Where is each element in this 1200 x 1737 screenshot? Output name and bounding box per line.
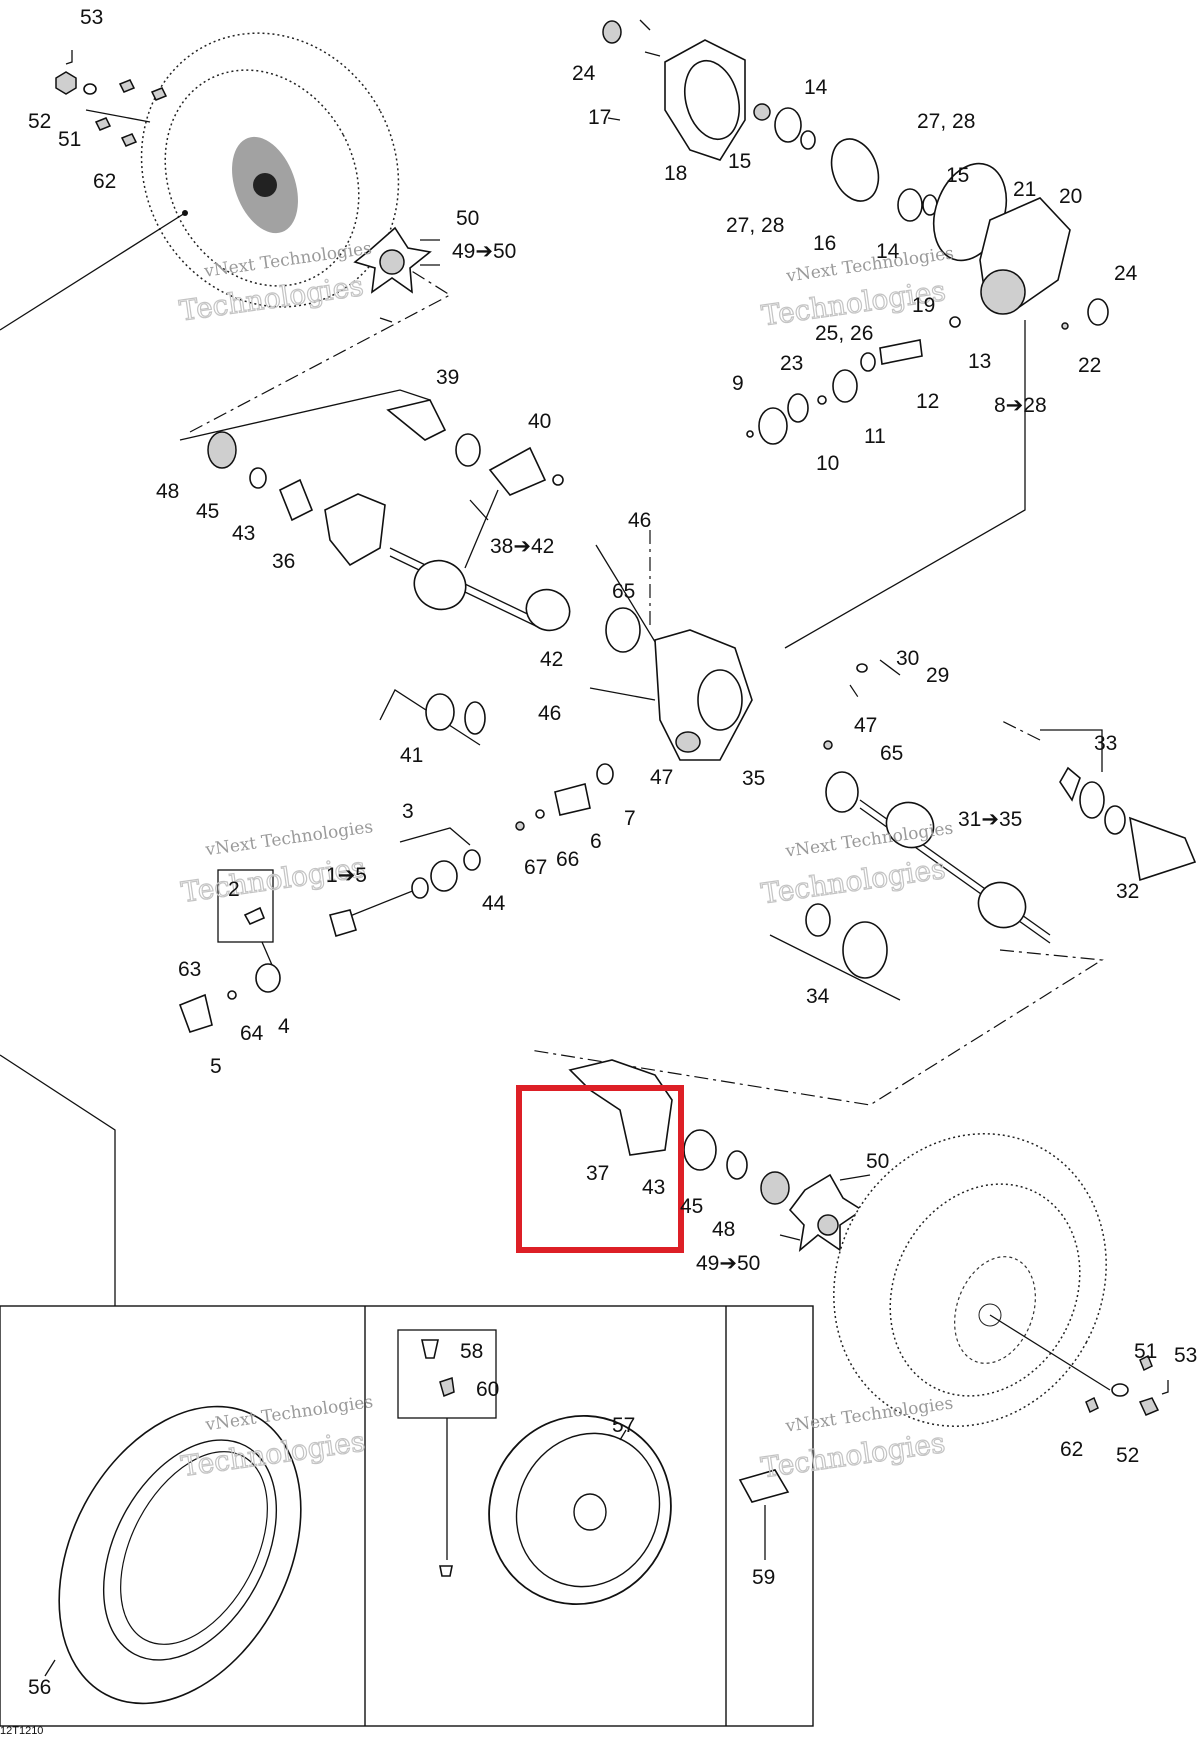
front-left-axle (179, 389, 571, 746)
spare-tire (44, 1405, 302, 1705)
callout-14: 14 (876, 240, 900, 263)
top-left-wheel (0, 32, 400, 331)
callout-22: 22 (1078, 354, 1101, 377)
callout-49-50: 49➔50 (696, 1252, 760, 1275)
callout-labels: 53 52 51 62 50 49➔50 24 17 18 14 15 27, … (0, 6, 1197, 1737)
callout-52: 52 (28, 110, 51, 133)
callout-38-42: 38➔42 (490, 535, 554, 558)
callout-50: 50 (866, 1150, 889, 1173)
callout-52: 52 (1116, 1444, 1139, 1467)
callout-27-28: 27, 28 (726, 214, 784, 237)
callout-46: 46 (628, 509, 651, 532)
callout-35: 35 (742, 767, 765, 790)
callout-27-28: 27, 28 (917, 110, 975, 133)
callout-1-5: 1➔5 (326, 864, 367, 887)
callout-51: 51 (1134, 1340, 1157, 1363)
callout-2: 2 (228, 878, 240, 901)
callout-43: 43 (232, 522, 255, 545)
callout-5: 5 (210, 1055, 222, 1078)
callout-3: 3 (402, 800, 414, 823)
callout-53: 53 (1174, 1344, 1197, 1367)
callout-46: 46 (538, 702, 561, 725)
callout-62: 62 (1060, 1438, 1083, 1461)
callout-16: 16 (813, 232, 836, 255)
callout-24: 24 (572, 62, 596, 85)
callout-49-50: 49➔50 (452, 240, 516, 263)
callout-24: 24 (1114, 262, 1138, 285)
callout-53: 53 (80, 6, 103, 29)
callout-21: 21 (1013, 178, 1036, 201)
callout-43: 43 (642, 1176, 665, 1199)
callout-33: 33 (1094, 732, 1117, 755)
callout-36: 36 (272, 550, 295, 573)
callout-19: 19 (912, 294, 935, 317)
callout-41: 41 (400, 744, 423, 767)
callout-51: 51 (58, 128, 81, 151)
callout-25-26: 25, 26 (815, 322, 873, 345)
callout-42: 42 (540, 648, 563, 671)
callout-62: 62 (93, 170, 116, 193)
callout-58: 58 (460, 1340, 483, 1363)
callout-64: 64 (240, 1022, 264, 1045)
callout-57: 57 (612, 1414, 635, 1437)
callout-29: 29 (926, 664, 949, 687)
lower-panels (0, 1054, 814, 1727)
callout-39: 39 (436, 366, 459, 389)
callout-40: 40 (528, 410, 551, 433)
callout-59: 59 (752, 1566, 775, 1589)
callout-18: 18 (664, 162, 687, 185)
callout-9: 9 (732, 372, 744, 395)
rear-right-axle (529, 719, 1197, 1106)
callout-7: 7 (624, 807, 636, 830)
callout-45: 45 (680, 1195, 703, 1218)
callout-15: 15 (946, 164, 969, 187)
callout-50: 50 (456, 207, 479, 230)
rear-left-knuckle (568, 1059, 871, 1252)
callout-8-28: 8➔28 (994, 394, 1047, 417)
label-plate (738, 1469, 790, 1560)
callout-37: 37 (586, 1162, 609, 1185)
callout-17: 17 (588, 106, 611, 129)
callout-15: 15 (728, 150, 751, 173)
front-differential-exploded (602, 19, 1109, 649)
callout-6: 6 (590, 830, 602, 853)
callout-10: 10 (816, 452, 839, 475)
callout-47: 47 (854, 714, 877, 737)
callout-30: 30 (896, 647, 919, 670)
callout-44: 44 (482, 892, 506, 915)
callout-14: 14 (804, 76, 828, 99)
callout-48: 48 (712, 1218, 735, 1241)
callout-20: 20 (1059, 185, 1082, 208)
callout-65: 65 (612, 580, 635, 603)
callout-23: 23 (780, 352, 803, 375)
callout-12: 12 (916, 390, 939, 413)
callout-32: 32 (1116, 880, 1139, 903)
callout-34: 34 (806, 985, 830, 1008)
top-left-hub (189, 226, 452, 433)
wheel-rim (397, 1329, 672, 1606)
rear-differential (515, 530, 901, 831)
callout-65: 65 (880, 742, 903, 765)
callout-48: 48 (156, 480, 179, 503)
callout-63: 63 (178, 958, 201, 981)
reference-code: 12T1210 (0, 1725, 43, 1737)
highlight-box (516, 1085, 684, 1253)
callout-13: 13 (968, 350, 991, 373)
callout-11: 11 (864, 425, 886, 448)
callout-45: 45 (196, 500, 219, 523)
callout-66: 66 (556, 848, 579, 871)
callout-31-35: 31➔35 (958, 808, 1022, 831)
driveshaft (178, 827, 481, 1033)
callout-4: 4 (278, 1015, 290, 1038)
lower-right-wheel (833, 1133, 1169, 1427)
callout-67: 67 (524, 856, 547, 879)
callout-60: 60 (476, 1378, 499, 1401)
callout-47: 47 (650, 766, 673, 789)
top-left-wheel-nuts (55, 50, 168, 147)
callout-56: 56 (28, 1676, 51, 1699)
